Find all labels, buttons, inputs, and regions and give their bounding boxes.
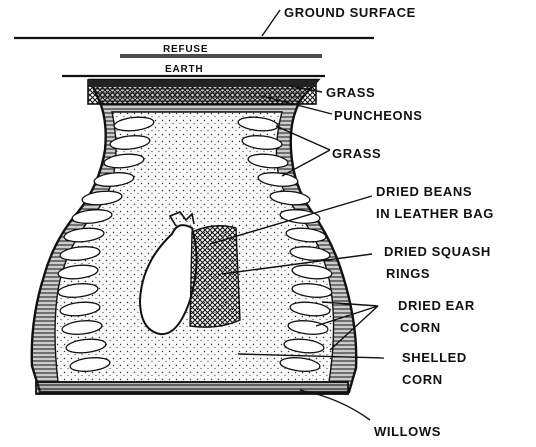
label-shelled-1: SHELLED bbox=[402, 350, 467, 365]
leader-ground bbox=[262, 10, 280, 36]
grass-top-layer bbox=[88, 80, 316, 87]
label-shelled-2: CORN bbox=[402, 372, 443, 387]
label-willows: WILLOWS bbox=[374, 424, 441, 439]
label-dried-beans-1: DRIED BEANS bbox=[376, 184, 472, 199]
label-ground-surface: GROUND SURFACE bbox=[284, 5, 416, 20]
willows-base bbox=[36, 382, 348, 394]
label-refuse: REFUSE bbox=[163, 44, 208, 55]
label-dried-squash-2: RINGS bbox=[386, 266, 430, 281]
label-earth: EARTH bbox=[165, 64, 203, 75]
label-grass-top: GRASS bbox=[326, 85, 375, 100]
dried-squash-rings bbox=[190, 226, 240, 327]
label-dried-ear-1: DRIED EAR bbox=[398, 298, 475, 313]
label-dried-beans-2: IN LEATHER BAG bbox=[376, 206, 494, 221]
label-puncheons: PUNCHEONS bbox=[334, 108, 422, 123]
label-grass-walls: GRASS bbox=[332, 146, 381, 161]
label-dried-ear-2: CORN bbox=[400, 320, 441, 335]
label-dried-squash-1: DRIED SQUASH bbox=[384, 244, 491, 259]
